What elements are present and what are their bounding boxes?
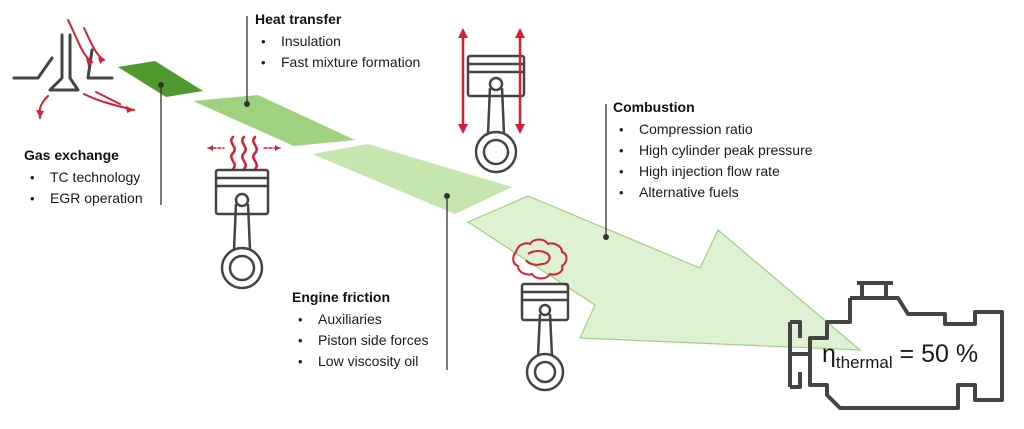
combustion-item: Compression ratio (613, 119, 813, 140)
dot-engine-friction (444, 193, 450, 199)
dot-gas-exchange (158, 82, 164, 88)
combustion-item: Alternative fuels (613, 182, 813, 203)
gas-exchange-title: Gas exchange (24, 147, 119, 163)
pressure-arrows (458, 28, 525, 134)
heat-transfer-item: Insulation (255, 31, 420, 52)
gas-exchange-block: Gas exchange TC technology EGR operation (24, 147, 143, 209)
gas-exchange-item: TC technology (24, 167, 143, 188)
heat-transfer-item: Fast mixture formation (255, 52, 420, 73)
heat-transfer-title: Heat transfer (255, 11, 342, 27)
engine-friction-block: Engine friction Auxiliaries Piston side … (292, 289, 429, 372)
valve-icon (12, 19, 135, 119)
engine-friction-item: Low viscosity oil (292, 351, 429, 372)
heat-transfer-block: Heat transfer Insulation Fast mixture fo… (255, 11, 420, 73)
engine-friction-item: Piston side forces (292, 330, 429, 351)
band-heat-transfer (193, 95, 355, 146)
engine-block-icon (788, 281, 1004, 410)
band-engine-friction (312, 144, 512, 214)
engine-friction-item: Auxiliaries (292, 309, 429, 330)
band-gas-exchange (118, 61, 203, 97)
eta-symbol: η (822, 340, 836, 368)
gas-flow-arrows (38, 19, 135, 119)
dot-heat-transfer (244, 101, 250, 107)
combustion-item: High injection flow rate (613, 161, 813, 182)
combustion-item: High cylinder peak pressure (613, 140, 813, 161)
eta-value: = 50 % (899, 340, 979, 368)
heat-waves-icon (207, 135, 281, 171)
eta-subscript: thermal (835, 353, 893, 372)
combustion-block: Combustion Compression ratio High cylind… (613, 99, 813, 203)
dot-combustion (603, 234, 609, 240)
gas-exchange-item: EGR operation (24, 188, 143, 209)
thermal-efficiency-label: ηthermal = 50 % (822, 340, 978, 373)
piston-icon (520, 282, 570, 392)
combustion-title: Combustion (613, 99, 695, 115)
piston-icon (214, 168, 270, 290)
flame-icon (512, 238, 568, 280)
engine-friction-title: Engine friction (292, 289, 390, 305)
piston-icon (466, 54, 526, 174)
band-combustion-arrow (466, 195, 862, 351)
